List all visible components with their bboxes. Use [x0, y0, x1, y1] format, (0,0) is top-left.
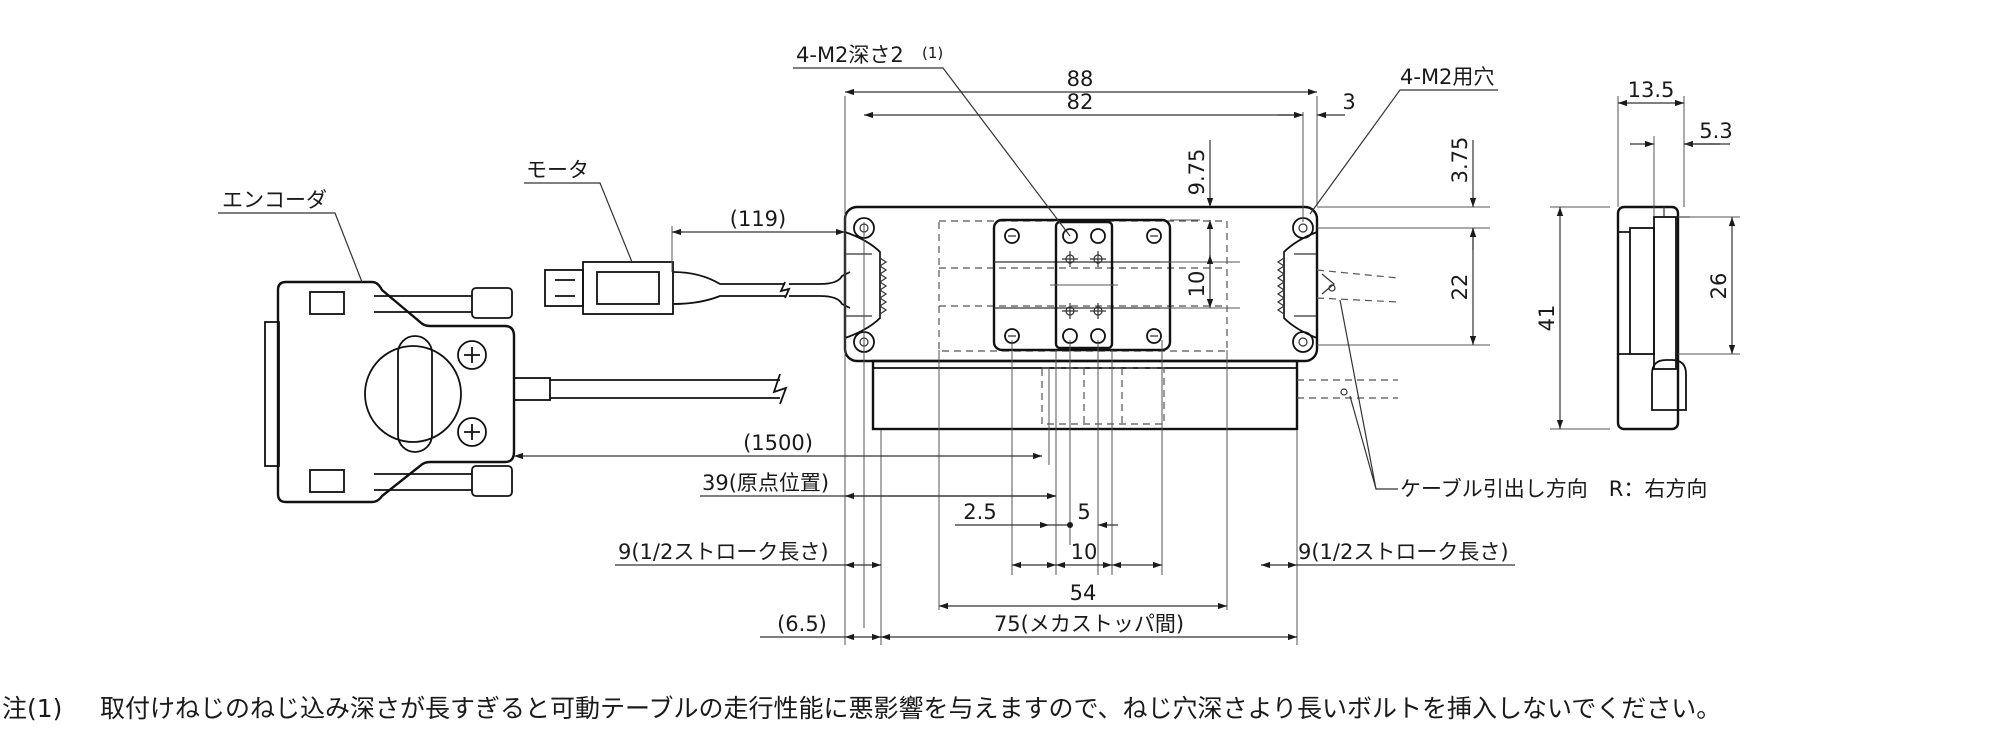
- label-tap-holes: 4-M2深さ2: [796, 43, 904, 67]
- drawing-text: エンコーダ モータ 4-M2深さ2 (1) 4-M2用穴 ケーブル引出し方向 R…: [2, 43, 1733, 723]
- dim-22: 22: [1448, 274, 1472, 301]
- dim-39: 39(原点位置): [702, 471, 829, 495]
- leader-lines: [218, 67, 1498, 490]
- dim-10-h: 10: [1071, 540, 1098, 564]
- dim-2-5: 2.5: [963, 500, 996, 524]
- dim-1500: (1500): [743, 431, 813, 455]
- label-cable-direction: ケーブル引出し方向 R：右方向: [1400, 477, 1707, 501]
- dim-half-stroke-right: 9(1/2ストローク長さ): [1298, 540, 1509, 564]
- footnote-ref: 注(1): [2, 694, 62, 723]
- dim-6-5: (6.5): [777, 612, 827, 636]
- dim-75: 75(メカストッパ間): [994, 612, 1184, 636]
- stage-side-view: [1616, 205, 1690, 431]
- dim-54: 54: [1070, 581, 1097, 605]
- motor-connector: [544, 261, 851, 315]
- dim-9-75: 9.75: [1185, 149, 1209, 196]
- encoder-connector: [264, 280, 788, 504]
- dim-119: (119): [730, 207, 786, 231]
- label-tap-note-ref: (1): [922, 44, 943, 62]
- stage-top-view: [843, 205, 1399, 431]
- dim-5-3: 5.3: [1699, 119, 1732, 143]
- dim-3: 3: [1342, 90, 1355, 114]
- dimension-lines: [514, 88, 1740, 645]
- dim-26: 26: [1707, 273, 1731, 300]
- dim-13-5: 13.5: [1628, 78, 1675, 102]
- label-encoder: エンコーダ: [222, 188, 327, 212]
- dim-82: 82: [1067, 90, 1094, 114]
- dim-88: 88: [1067, 67, 1094, 91]
- label-mount-holes: 4-M2用穴: [1400, 65, 1494, 89]
- dim-10-v: 10: [1185, 271, 1209, 298]
- footnote-text: 取付けねじのねじ込み深さが長すぎると可動テーブルの走行性能に悪影響を与えますので…: [100, 694, 1721, 723]
- dim-half-stroke-left: 9(1/2ストローク長さ): [618, 540, 829, 564]
- dim-41: 41: [1535, 305, 1559, 332]
- label-motor: モータ: [526, 158, 589, 182]
- dim-5: 5: [1077, 500, 1090, 524]
- dim-3-75: 3.75: [1448, 137, 1472, 184]
